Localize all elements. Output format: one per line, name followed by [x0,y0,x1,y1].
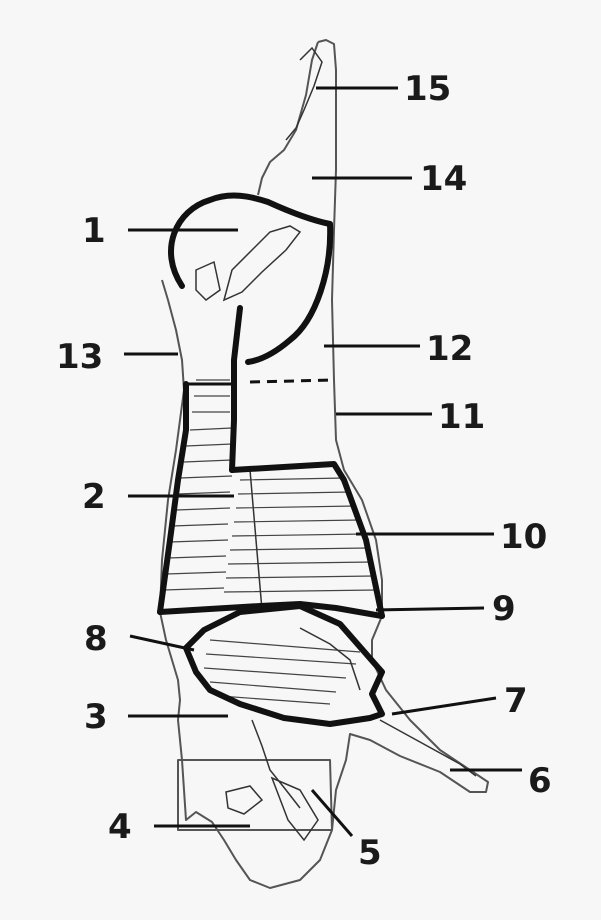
label-1: 1 [82,211,106,251]
label-11: 11 [438,397,485,437]
label-4: 4 [108,807,132,847]
label-8: 8 [84,619,108,659]
label-7: 7 [504,681,528,721]
label-13: 13 [56,337,103,377]
round-boundary [171,196,330,362]
label-15: 15 [404,69,451,109]
hock-outline [178,760,332,830]
label-2: 2 [82,477,106,517]
tip-boundary [232,308,240,470]
cut-number-labels: 1 2 3 4 5 6 7 8 9 10 11 12 13 14 15 [56,69,552,873]
flank-boundary [160,384,186,612]
label-14: 14 [420,159,467,199]
label-6: 6 [528,761,552,801]
leader-9 [376,608,484,610]
label-5: 5 [358,833,382,873]
loin-dashed-line [250,380,334,382]
loin-boundary [232,464,382,616]
label-12: 12 [426,329,473,369]
label-10: 10 [500,517,547,557]
brisket-boundary [186,606,382,724]
label-9: 9 [492,589,516,629]
leader-7 [392,698,496,714]
label-3: 3 [84,697,108,737]
leader-8 [130,636,194,650]
